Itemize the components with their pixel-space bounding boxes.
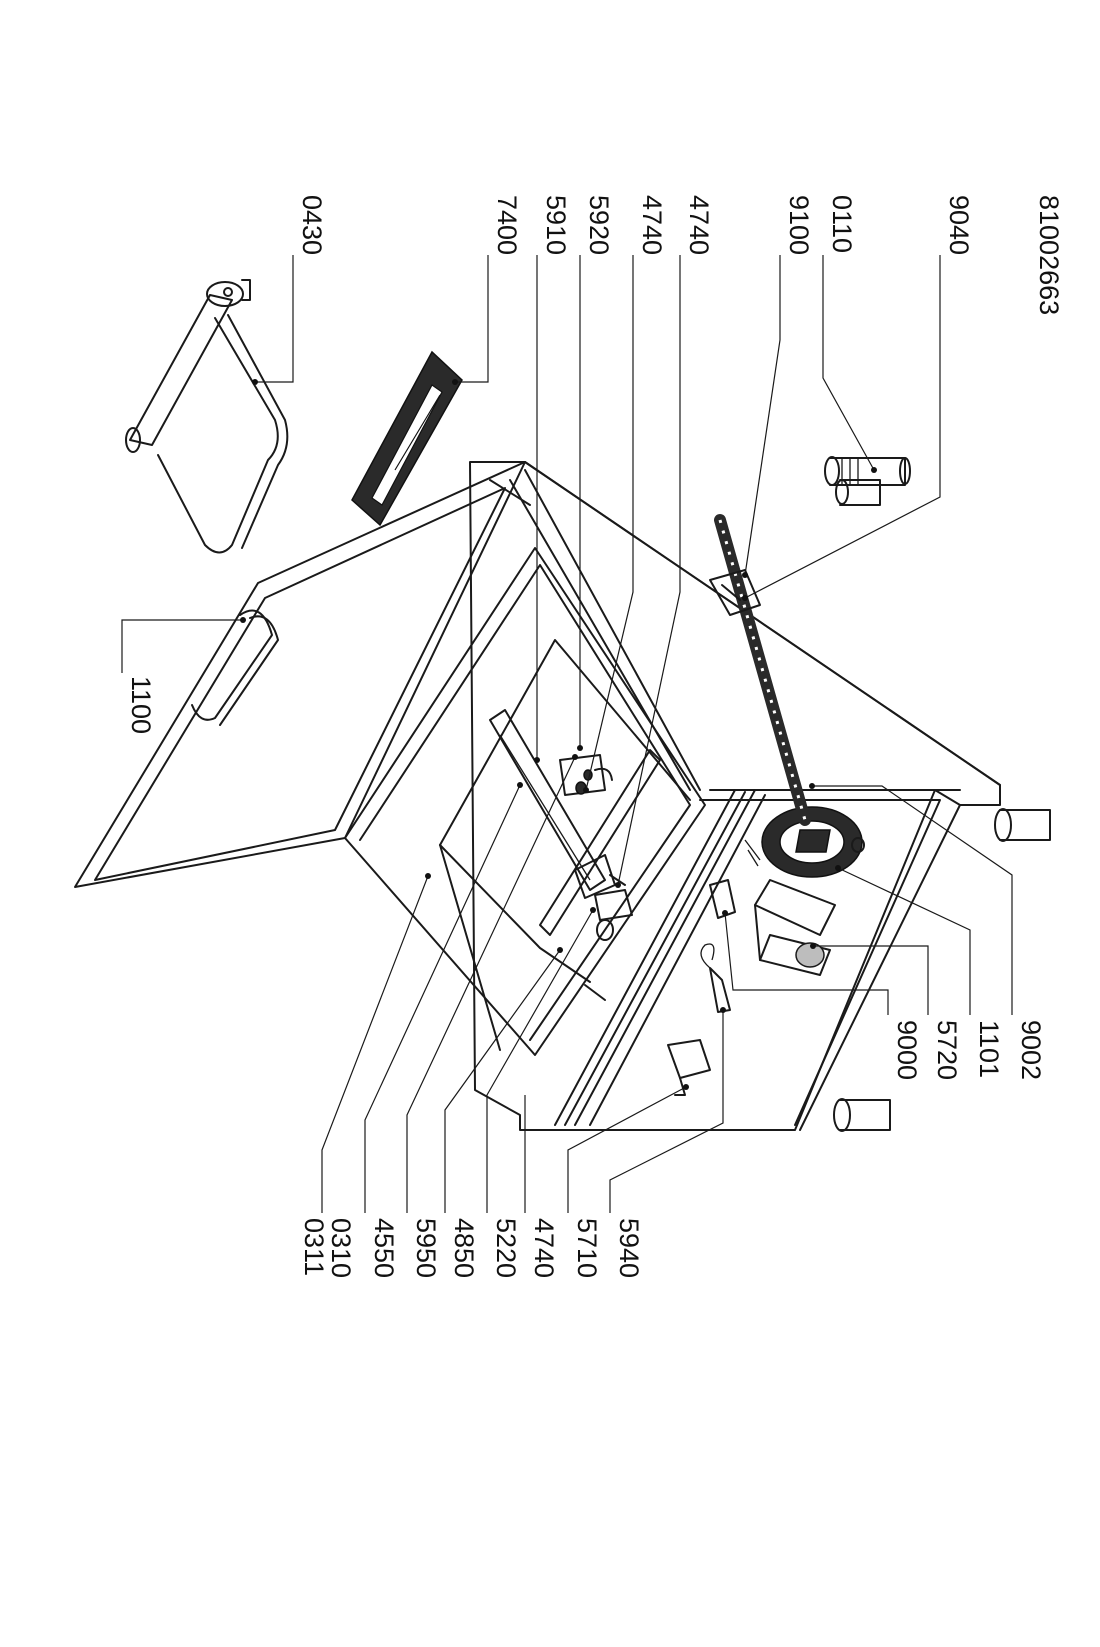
burner-assembly <box>489 709 661 941</box>
callout-5710: 5710 <box>572 1218 602 1278</box>
drain-rod-9100 <box>709 514 811 826</box>
callout-9040: 9040 <box>944 195 974 255</box>
appliance-body <box>469 461 1051 1132</box>
callout-1100: 1100 <box>126 676 156 734</box>
callout-9100: 9100 <box>784 195 814 255</box>
callout-5950: 5950 <box>411 1218 441 1278</box>
callout-9002: 9002 <box>1016 1020 1046 1080</box>
drain-wheel-1101 <box>761 806 865 878</box>
callout-4740-top-a: 4740 <box>637 195 667 255</box>
gas-components <box>667 879 836 1096</box>
callout-4850: 4850 <box>449 1218 479 1278</box>
callout-7400: 7400 <box>492 195 522 255</box>
callout-0110: 0110 <box>827 195 857 253</box>
grate-7400 <box>351 350 463 527</box>
callout-5720: 5720 <box>932 1020 962 1080</box>
callout-9000: 9000 <box>892 1020 922 1080</box>
callout-5220: 5220 <box>491 1218 521 1278</box>
callout-4740-top-b: 4740 <box>684 195 714 255</box>
lid-1100 <box>74 461 526 888</box>
document-number: 81002663 <box>1034 195 1064 315</box>
leader-lines <box>121 255 1013 1213</box>
callout-5920: 5920 <box>584 195 614 255</box>
callout-1101: 1101 <box>974 1020 1004 1078</box>
callout-0311: 0311 <box>299 1218 329 1276</box>
callout-4550: 4550 <box>369 1218 399 1278</box>
callout-5910: 5910 <box>541 195 571 255</box>
callout-labels: 0430 7400 5910 5920 4740 4740 9100 0110 … <box>126 195 1064 1278</box>
callout-0310: 0310 <box>326 1218 356 1278</box>
callout-0430: 0430 <box>297 195 327 255</box>
callout-5940: 5940 <box>614 1218 644 1278</box>
callout-4740-bottom: 4740 <box>529 1218 559 1278</box>
frame-0430 <box>125 279 289 554</box>
basin-tank <box>344 547 706 1056</box>
